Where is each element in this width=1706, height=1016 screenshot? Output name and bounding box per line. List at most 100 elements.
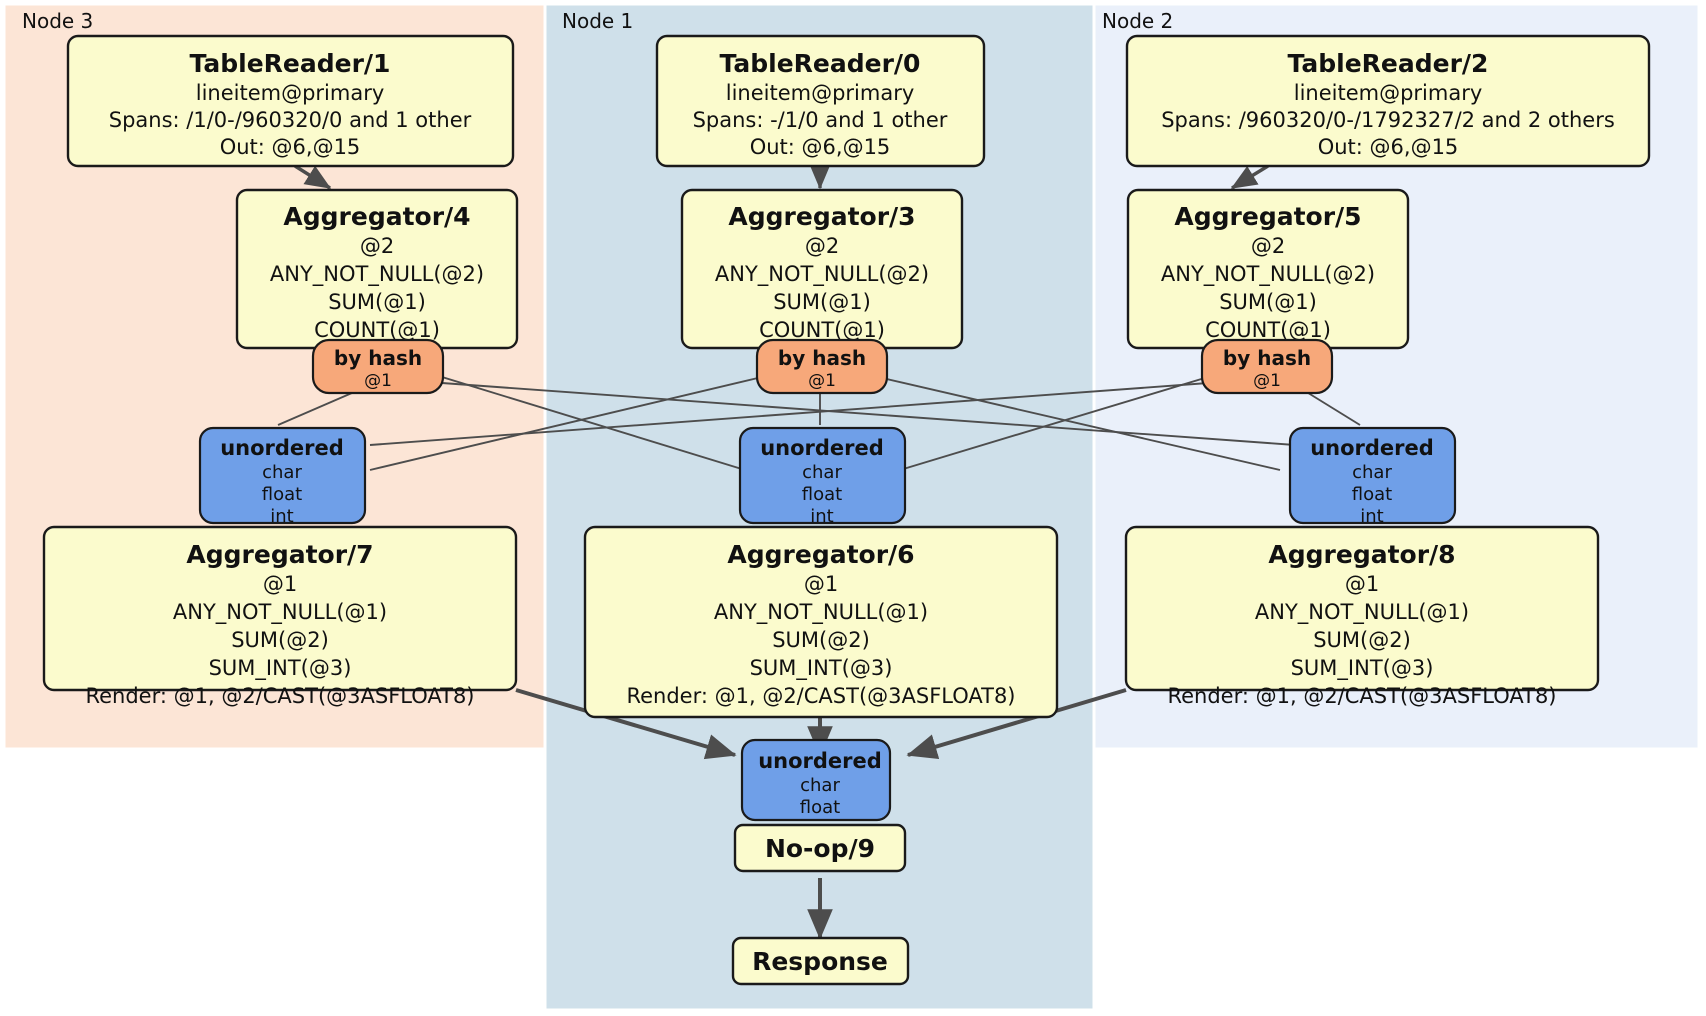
aggregator-5-title: Aggregator/5 (1174, 202, 1361, 231)
edge-hash-center-to-unordered-left (369, 376, 763, 471)
edge-aggregator8-to-unordered-final (906, 688, 1127, 760)
node-receiver-unordered-left[interactable]: unordered char float int (198, 426, 367, 527)
node-response[interactable]: Response (731, 936, 910, 986)
edge-hash-right-to-unordered-left (369, 382, 1209, 446)
response-title: Response (752, 947, 888, 976)
node-aggregator-5[interactable]: Aggregator/5 @2 ANY_NOT_NULL(@2) SUM(@1)… (1126, 188, 1410, 350)
tablereader-0-line-1: Spans: -/1/0 and 1 other (693, 108, 948, 132)
aggregator-8-line-0: @1 (1345, 572, 1379, 596)
noop-9-title: No-op/9 (765, 834, 875, 863)
unordered-center-title: unordered (760, 436, 884, 460)
node-aggregator-3[interactable]: Aggregator/3 @2 ANY_NOT_NULL(@2) SUM(@1)… (680, 188, 964, 350)
tablereader-1-line-1: Spans: /1/0-/960320/0 and 1 other (109, 108, 472, 132)
edge-group-final-merge (515, 688, 1127, 940)
node-tablereader-0[interactable]: TableReader/0 lineitem@primary Spans: -/… (655, 34, 986, 168)
unordered-right-line-0: char (1352, 462, 1392, 483)
tablereader-2-title: TableReader/2 (1288, 49, 1489, 78)
node-router-by-hash-left[interactable]: by hash @1 (311, 338, 445, 395)
edge-hash-center-to-unordered-right (877, 376, 1281, 471)
unordered-right-line-2: int (1360, 506, 1383, 527)
aggregator-5-line-3: COUNT(@1) (1205, 318, 1331, 342)
aggregator-3-title: Aggregator/3 (728, 202, 915, 231)
aggregator-7-line-1: ANY_NOT_NULL(@1) (173, 600, 387, 625)
aggregator-6-line-4: Render: @1, @2/CAST(@3ASFLOAT8) (626, 684, 1015, 708)
unordered-right-title: unordered (1310, 436, 1434, 460)
aggregator-7-line-2: SUM(@2) (231, 628, 329, 652)
tablereader-0-line-2: Out: @6,@15 (750, 135, 891, 159)
node-aggregator-8[interactable]: Aggregator/8 @1 ANY_NOT_NULL(@1) SUM(@2)… (1124, 525, 1600, 708)
edge-tablereader2-aggregator5 (1230, 164, 1269, 190)
tablereader-1-line-2: Out: @6,@15 (220, 135, 361, 159)
aggregator-3-line-0: @2 (805, 234, 839, 258)
by-hash-center-line-0: @1 (808, 371, 836, 391)
by-hash-left-line-0: @1 (364, 371, 392, 391)
aggregator-5-line-0: @2 (1251, 234, 1285, 258)
tablereader-1-title: TableReader/1 (190, 49, 391, 78)
aggregator-7-line-4: Render: @1, @2/CAST(@3ASFLOAT8) (85, 684, 474, 708)
edge-group-reader-to-agg (294, 163, 1269, 190)
panel-label-node-3: Node 3 (22, 9, 93, 33)
aggregator-3-line-2: SUM(@1) (773, 290, 871, 314)
by-hash-right-line-0: @1 (1253, 371, 1281, 391)
tablereader-2-line-0: lineitem@primary (1294, 81, 1483, 105)
tablereader-0-line-0: lineitem@primary (726, 81, 915, 105)
aggregator-8-line-4: Render: @1, @2/CAST(@3ASFLOAT8) (1167, 684, 1556, 708)
node-router-by-hash-center[interactable]: by hash @1 (755, 338, 889, 395)
aggregator-3-line-3: COUNT(@1) (759, 318, 885, 342)
aggregator-4-title: Aggregator/4 (283, 202, 470, 231)
aggregator-7-line-3: SUM_INT(@3) (209, 656, 352, 681)
unordered-center-line-1: float (802, 484, 842, 505)
edge-group-hash-mesh (277, 376, 1361, 471)
unordered-final-line-1: float (800, 797, 840, 818)
node-noop-9[interactable]: No-op/9 (733, 823, 907, 873)
tablereader-0-title: TableReader/0 (720, 49, 921, 78)
edge-aggregator7-to-unordered-final (515, 688, 737, 760)
node-router-by-hash-right[interactable]: by hash @1 (1200, 338, 1334, 395)
edge-hash-right-to-unordered-center (899, 376, 1209, 471)
unordered-center-line-2: int (810, 506, 833, 527)
node-tablereader-2[interactable]: TableReader/2 lineitem@primary Spans: /9… (1125, 34, 1651, 168)
tablereader-2-line-1: Spans: /960320/0-/1792327/2 and 2 others (1161, 108, 1615, 132)
aggregator-5-line-1: ANY_NOT_NULL(@2) (1161, 262, 1375, 287)
node-aggregator-7[interactable]: Aggregator/7 @1 ANY_NOT_NULL(@1) SUM(@2)… (42, 525, 518, 708)
aggregator-8-line-2: SUM(@2) (1313, 628, 1411, 652)
edge-hash-left-to-unordered-center (441, 376, 746, 471)
aggregator-6-line-0: @1 (804, 572, 838, 596)
unordered-left-line-1: float (262, 484, 302, 505)
by-hash-center-title: by hash (778, 346, 866, 370)
aggregator-6-line-2: SUM(@2) (772, 628, 870, 652)
unordered-right-line-1: float (1352, 484, 1392, 505)
unordered-final-title: unordered (758, 749, 882, 773)
node-tablereader-1[interactable]: TableReader/1 lineitem@primary Spans: /1… (66, 34, 515, 168)
aggregator-6-line-3: SUM_INT(@3) (750, 656, 893, 681)
node-receiver-unordered-right[interactable]: unordered char float int (1288, 426, 1457, 527)
node-aggregator-6[interactable]: Aggregator/6 @1 ANY_NOT_NULL(@1) SUM(@2)… (583, 525, 1059, 719)
node-receiver-unordered-center[interactable]: unordered char float int (738, 426, 907, 527)
aggregator-5-line-2: SUM(@1) (1219, 290, 1317, 314)
aggregator-4-line-0: @2 (360, 234, 394, 258)
panel-label-node-1: Node 1 (562, 9, 633, 33)
unordered-final-line-0: char (800, 775, 840, 796)
aggregator-8-title: Aggregator/8 (1268, 540, 1455, 569)
aggregator-7-title: Aggregator/7 (186, 540, 373, 569)
unordered-left-line-0: char (262, 462, 302, 483)
node-receiver-unordered-final[interactable]: unordered char float (740, 738, 892, 822)
unordered-left-line-2: int (270, 506, 293, 527)
tablereader-2-line-2: Out: @6,@15 (1318, 135, 1459, 159)
unordered-left-title: unordered (220, 436, 344, 460)
aggregator-7-line-0: @1 (263, 572, 297, 596)
aggregator-8-line-1: ANY_NOT_NULL(@1) (1255, 600, 1469, 625)
aggregator-3-line-1: ANY_NOT_NULL(@2) (715, 262, 929, 287)
panel-label-node-2: Node 2 (1102, 9, 1173, 33)
aggregator-4-line-2: SUM(@1) (328, 290, 426, 314)
node-aggregator-4[interactable]: Aggregator/4 @2 ANY_NOT_NULL(@2) SUM(@1)… (235, 188, 519, 350)
tablereader-1-line-0: lineitem@primary (196, 81, 385, 105)
aggregator-6-line-1: ANY_NOT_NULL(@1) (714, 600, 928, 625)
by-hash-left-title: by hash (334, 346, 422, 370)
aggregator-4-line-1: ANY_NOT_NULL(@2) (270, 262, 484, 287)
aggregator-8-line-3: SUM_INT(@3) (1291, 656, 1434, 681)
aggregator-4-line-3: COUNT(@1) (314, 318, 440, 342)
by-hash-right-title: by hash (1223, 346, 1311, 370)
aggregator-6-title: Aggregator/6 (727, 540, 914, 569)
